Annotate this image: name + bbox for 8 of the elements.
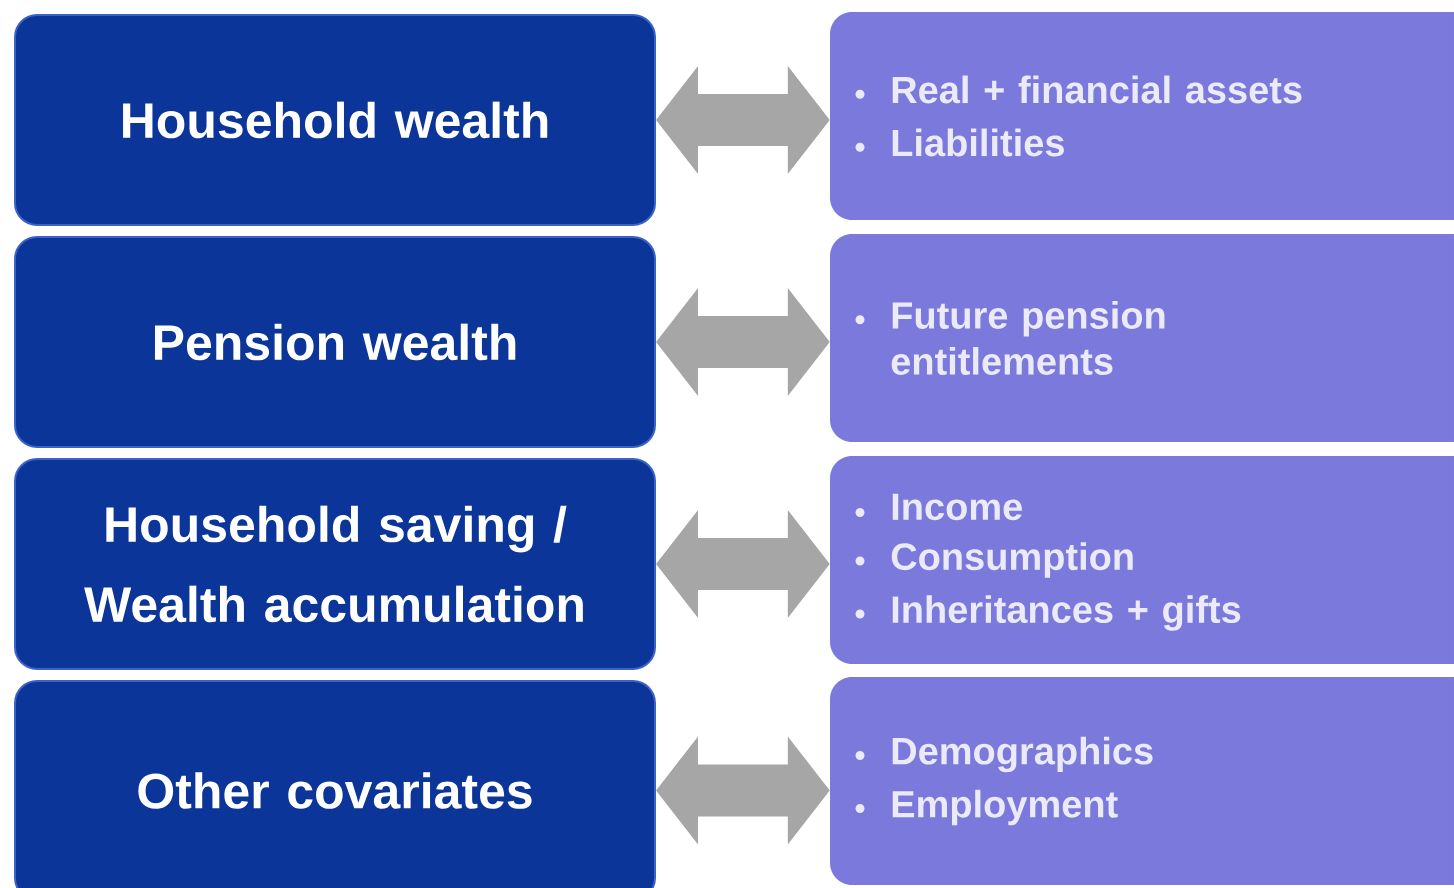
category-box: Household wealth (14, 14, 656, 226)
category-box: Other covariates (14, 680, 656, 888)
list-box: Demographics Employment (830, 677, 1454, 885)
list-box: Real + financial assets Liabilities (830, 12, 1454, 220)
list-box: Future pension entitlements (830, 234, 1454, 442)
list-box: Income Consumption Inheritances + gifts (830, 456, 1454, 664)
category-box: Household saving / Wealth accumulation (14, 458, 656, 670)
category-box: Pension wealth (14, 236, 656, 448)
